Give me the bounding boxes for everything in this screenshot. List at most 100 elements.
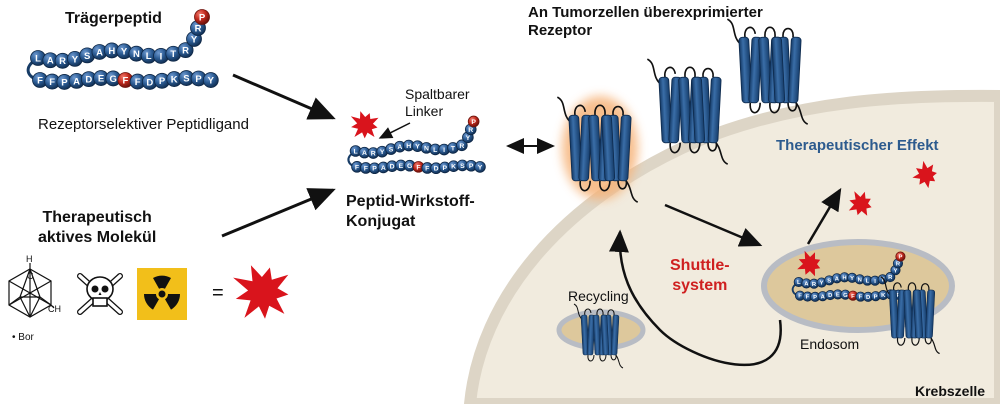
- amino-acid-letter: F: [425, 165, 429, 172]
- drug-star-conjugate: [350, 111, 379, 139]
- amino-acid-letter: Y: [380, 149, 385, 156]
- recycling-label: Recycling: [568, 288, 629, 304]
- amino-acid-letter: K: [171, 74, 178, 85]
- amino-acid-letter: F: [37, 75, 43, 86]
- receptor: [726, 18, 809, 125]
- amino-acid-letter: L: [146, 51, 152, 62]
- amino-acid-letter: R: [812, 282, 817, 288]
- amino-acid-letter: D: [434, 166, 439, 173]
- amino-acid-letter: P: [813, 295, 817, 301]
- therapeutic-effect-label: Therapeutischer Effekt: [776, 137, 939, 154]
- amino-acid-letter: A: [362, 150, 367, 157]
- amino-acid-letter: A: [397, 144, 402, 151]
- receptor-helix: [610, 314, 620, 356]
- amino-acid-letter: R: [896, 262, 901, 268]
- cancer-cell-label: Krebszelle: [915, 383, 986, 399]
- amino-acid-letter: A: [73, 76, 80, 87]
- amino-acid-letter: E: [399, 163, 404, 170]
- amino-acid-bead: [202, 72, 219, 88]
- amino-acid-letter: R: [459, 143, 464, 150]
- amino-acid-letter: G: [843, 293, 848, 299]
- amino-acid-letter: F: [859, 295, 863, 301]
- amino-acid-letter: P: [469, 163, 474, 170]
- receptor-helix: [707, 76, 722, 144]
- amino-acid-letter: R: [888, 275, 893, 281]
- amino-acid-letter: R: [195, 23, 202, 34]
- amino-acid-letter: Y: [820, 281, 824, 287]
- amino-acid-letter: Y: [894, 268, 898, 274]
- amino-acid-letter: S: [460, 163, 465, 170]
- receptor-helix: [787, 36, 802, 104]
- amino-acid-letter: F: [122, 75, 128, 86]
- amino-acid-bead: [194, 9, 210, 25]
- amino-acid-letter: P: [471, 119, 476, 126]
- amino-acid-letter: D: [146, 77, 153, 88]
- amino-acid-letter: S: [827, 278, 831, 284]
- amino-acid-letter: E: [98, 73, 104, 84]
- arrow-receptor-to-endosome: [664, 203, 763, 247]
- amino-acid-letter: L: [353, 148, 357, 155]
- amino-acid-letter: F: [49, 77, 55, 88]
- amino-acid-letter: F: [355, 164, 359, 171]
- amino-acid-letter: A: [821, 294, 826, 300]
- amino-acid-letter: Y: [466, 135, 471, 142]
- receptor-helix: [600, 314, 610, 356]
- amino-acid-letter: K: [881, 293, 886, 299]
- amino-acid-letter: T: [451, 145, 456, 152]
- arrow-linker-pointer: [378, 122, 411, 139]
- amino-acid-letter: R: [371, 150, 376, 157]
- amino-acid-letter: L: [797, 280, 801, 286]
- amino-acid-letter: T: [881, 277, 885, 283]
- amino-acid-letter: S: [389, 147, 394, 154]
- receptor-helix: [601, 114, 616, 182]
- amino-acid-letter: D: [866, 295, 870, 301]
- amino-acid-letter: R: [59, 56, 66, 67]
- carrier-peptide-title: Trägerpeptid: [65, 10, 162, 27]
- receptor-helix: [924, 289, 936, 339]
- amino-acid-letter: Y: [191, 34, 198, 45]
- amino-acid-letter: R: [468, 127, 473, 134]
- amino-acid-letter: Y: [121, 47, 128, 58]
- receptor-helix: [771, 36, 786, 104]
- amino-acid-letter: L: [433, 147, 437, 154]
- amino-acid-letter: F: [364, 165, 368, 172]
- amino-acid-letter: F: [851, 294, 855, 300]
- amino-acid-letter: I: [874, 279, 876, 285]
- arrow-endosome-to-effect: [806, 187, 842, 245]
- amino-acid-letter: Y: [208, 75, 215, 86]
- carborane-c-label: C: [27, 271, 34, 281]
- receptor: [880, 276, 940, 355]
- amino-acid-letter: F: [135, 77, 141, 88]
- therapeutic-molecule-label: Therapeutisch aktives Molekül: [38, 209, 157, 246]
- amino-acid-letter: L: [866, 279, 870, 285]
- amino-acid-letter: A: [96, 47, 103, 58]
- amino-acid-letter: A: [47, 56, 54, 67]
- receptor: [573, 303, 624, 369]
- amino-acid-letter: H: [842, 275, 846, 281]
- amino-acid-letter: F: [806, 295, 810, 301]
- amino-acid-letter: N: [133, 49, 140, 60]
- drug-star-released-2: [912, 160, 937, 189]
- receptor-selective-label: Rezeptorselektiver Peptidligand: [38, 116, 249, 133]
- amino-acid-bead: [467, 115, 480, 128]
- amino-acid-letter: P: [898, 255, 902, 261]
- amino-acid-letter: P: [372, 166, 377, 173]
- receptor-helix: [912, 289, 924, 339]
- conjugate-label: Peptid-Wirkstoff- Konjugat: [346, 193, 475, 230]
- amino-acid-letter: N: [424, 145, 429, 152]
- carborane-icon: [8, 263, 55, 318]
- carborane-h-label: H: [26, 254, 33, 264]
- bor-legend: • Bor: [12, 332, 34, 343]
- amino-acid-letter: G: [407, 163, 412, 170]
- receptor: [646, 58, 729, 165]
- amino-acid-letter: S: [183, 73, 189, 84]
- amino-acid-bead: [895, 251, 906, 262]
- amino-acid-letter: T: [170, 49, 176, 60]
- carborane-ch-label: CH: [48, 304, 61, 314]
- amino-acid-bead: [474, 161, 486, 173]
- amino-acid-bead: [177, 42, 194, 59]
- receptors: [556, 18, 940, 369]
- amino-acid-letter: Y: [72, 54, 79, 65]
